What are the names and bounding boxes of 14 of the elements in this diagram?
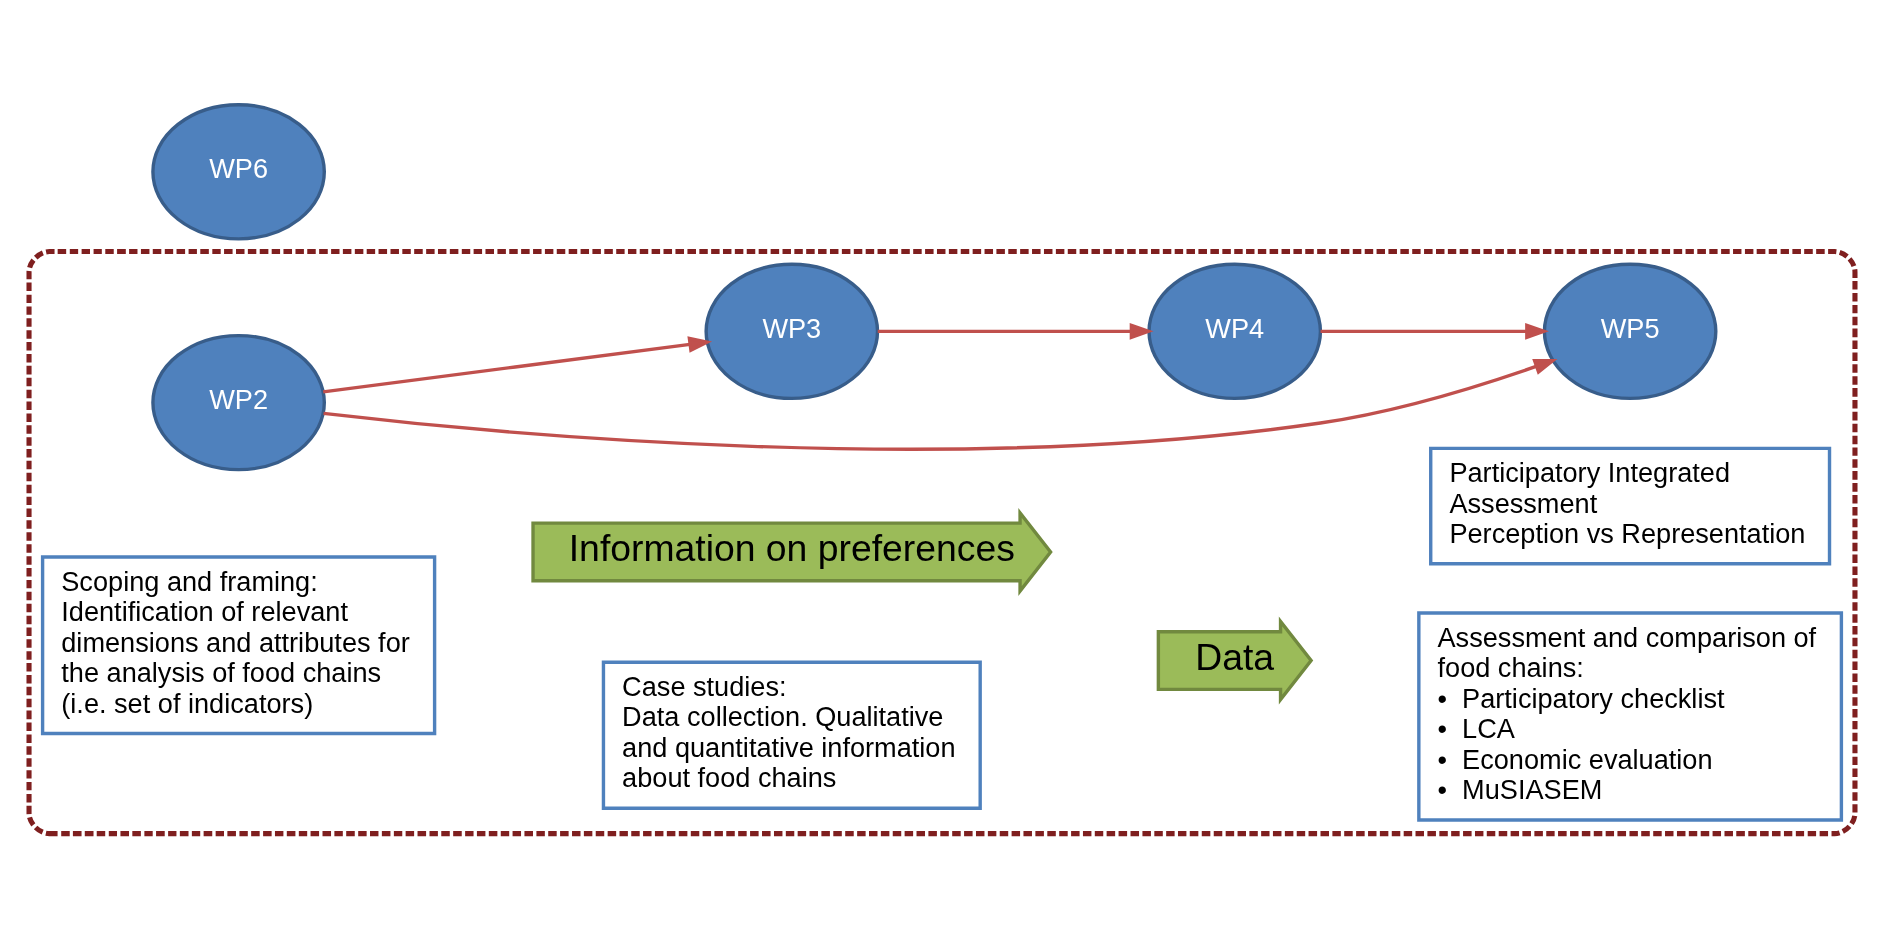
node-ellipse: WP3 xyxy=(704,262,880,401)
node-box: Assessment and comparison of food chains: • Participatory checklist • LCA • Economic evaluation • MuSIASEM xyxy=(1417,611,1844,822)
node-ellipse: WP2 xyxy=(151,333,326,472)
node-box: Case studies: Data collection. Qualitative and quantitative information about food chains xyxy=(601,660,982,810)
node-ellipse: WP4 xyxy=(1147,262,1323,401)
node-box: Participatory Integrated Assessment Perception vs Representation xyxy=(1429,446,1832,566)
node-ellipse: WP5 xyxy=(1542,262,1718,401)
cluster xyxy=(26,249,1858,837)
arrow xyxy=(323,358,1558,451)
arrow xyxy=(323,336,713,394)
node-box: Scoping and framing: Identification of relevant dimensions and attributes for the analysis of food chains (i.e. set of indicators) xyxy=(40,555,437,736)
arrow xyxy=(1320,323,1549,340)
node-ellipse: WP6 xyxy=(151,103,326,241)
arrow xyxy=(877,323,1154,340)
